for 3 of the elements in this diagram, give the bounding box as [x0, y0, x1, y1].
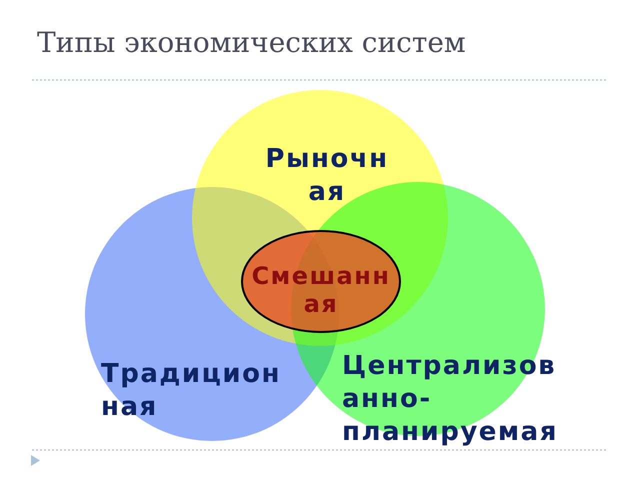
system-label: Смешанная: [250, 262, 392, 318]
system-label: Рыночная: [264, 143, 390, 209]
slide-title: Типы экономических систем: [37, 26, 466, 60]
